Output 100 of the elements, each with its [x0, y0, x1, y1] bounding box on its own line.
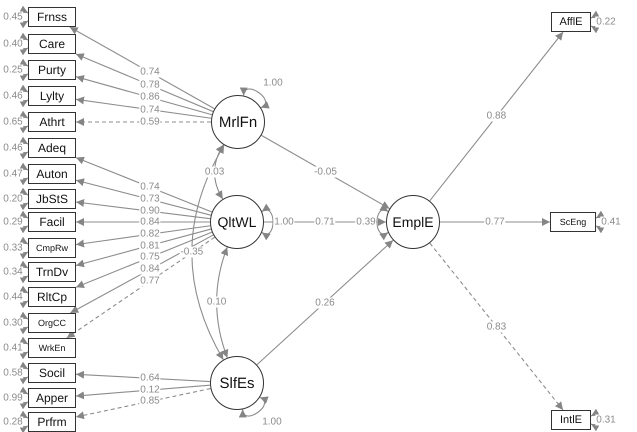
observed-variable-box: AfflE [551, 12, 591, 32]
latent-variable-circle: EmplE [386, 195, 440, 249]
edge-label: 0.84 [139, 264, 161, 275]
edge-label: 0.82 [139, 228, 161, 240]
edge-label: 0.26 [314, 297, 336, 308]
covariance-arrow [216, 247, 228, 358]
observed-variable-box: Prfrm [28, 412, 76, 432]
edge-label: 0.12 [139, 384, 161, 396]
observed-variable-box: RltCp [28, 287, 76, 307]
edge-label: 0.74 [139, 182, 161, 193]
edge-label: 0.81 [139, 240, 161, 251]
observed-variable-box: Frnss [28, 7, 76, 27]
edge-label: 0.58 [2, 368, 24, 378]
edge-label: 0.83 [486, 321, 508, 332]
observed-variable-box: Socil [28, 363, 76, 383]
edge-label: 0.45 [2, 12, 24, 22]
edge-label: 0.59 [139, 116, 161, 128]
edge-label: 0.64 [139, 372, 161, 384]
edge-label: 0.73 [139, 194, 161, 205]
path-arrow [440, 218, 550, 226]
observed-variable-box: Facil [28, 212, 76, 232]
edge-label: 0.41 [600, 216, 622, 228]
path-arrow [76, 232, 212, 288]
edge-label: 0.77 [139, 276, 161, 287]
edge-label: 0.77 [484, 216, 506, 228]
covariance-arrow [191, 144, 225, 360]
edge-label: 0.90 [139, 206, 161, 217]
edge-label: 0.40 [2, 38, 24, 50]
covariance-arrow [214, 144, 224, 200]
observed-variable-box: IntlE [551, 410, 591, 430]
path-arrow [76, 225, 210, 248]
edge-label: 0.86 [139, 92, 161, 103]
variance-loop-arrow [19, 163, 28, 185]
edge-label: 1.00 [262, 78, 284, 89]
edge-label: 0.85 [139, 396, 161, 407]
path-arrow [76, 218, 210, 226]
edge-label: 0.22 [595, 16, 617, 28]
path-arrow [76, 384, 210, 400]
path-arrow [76, 388, 211, 420]
path-arrow [76, 178, 211, 216]
edge-label: -0.05 [313, 166, 338, 178]
edge-label: 0.31 [595, 414, 617, 426]
path-arrow [76, 228, 212, 268]
edge-label: 0.78 [139, 80, 161, 91]
path-arrow [66, 236, 215, 338]
edge-label: 0.88 [486, 110, 508, 122]
path-arrow [76, 75, 212, 116]
observed-variable-box: Care [28, 34, 76, 54]
edge-label: 1.00 [273, 216, 295, 228]
path-arrow [76, 370, 210, 382]
observed-variable-box: Apper [28, 388, 76, 408]
variance-loop-arrow [240, 396, 269, 418]
edge-label: 1.00 [261, 416, 283, 427]
edge-label: 0.46 [2, 90, 24, 102]
observed-variable-box: Purty [28, 60, 76, 80]
latent-variable-circle: MrlFn [211, 95, 265, 149]
edge-label: 0.28 [2, 416, 24, 428]
path-arrow [69, 26, 215, 110]
path-arrow [256, 240, 394, 366]
observed-variable-box: TrnDv [28, 262, 76, 282]
edge-label: -0.35 [179, 246, 204, 258]
edge-label: 0.03 [204, 166, 226, 178]
edge-label: 0.74 [139, 66, 161, 78]
path-arrow [76, 156, 212, 212]
variance-loop-arrow [19, 337, 28, 359]
observed-variable-box: OrgCC [28, 313, 76, 333]
observed-variable-box: Adeq [28, 138, 76, 158]
edge-label: 0.71 [314, 216, 336, 228]
observed-variable-box: Athrt [28, 112, 76, 132]
variance-loop-arrow [262, 204, 274, 240]
observed-variable-box: Auton [28, 164, 76, 184]
edge-label: 0.33 [2, 242, 24, 254]
path-arrow [76, 118, 211, 126]
edge-label: 0.25 [2, 64, 24, 76]
path-arrow [76, 96, 212, 119]
latent-variable-circle: SlfEs [210, 356, 264, 410]
path-arrow [76, 199, 210, 220]
path-arrow [429, 242, 564, 410]
edge-label: 0.20 [2, 194, 24, 204]
observed-variable-box: ScEng [550, 212, 596, 232]
observed-variable-box: CmpRw [28, 238, 76, 258]
observed-variable-box: Lylty [28, 86, 76, 106]
edge-label: 0.34 [2, 266, 24, 278]
edge-label: 0.84 [139, 216, 161, 228]
path-arrow [76, 53, 214, 112]
edge-label: 0.99 [2, 392, 24, 404]
edge-label: 0.75 [139, 252, 161, 263]
edge-label: 0.39 [355, 216, 377, 228]
edge-label: 0.10 [206, 296, 228, 308]
path-arrow [429, 32, 564, 202]
edge-label: 0.65 [2, 116, 24, 128]
edge-label: 0.41 [2, 342, 24, 354]
edge-label: 0.74 [139, 104, 161, 116]
latent-variable-circle: QltWL [210, 195, 264, 249]
observed-variable-box: WrkEn [28, 338, 76, 358]
edge-label: 0.46 [2, 142, 24, 154]
observed-variable-box: JbStS [28, 189, 76, 209]
edge-label: 0.47 [2, 168, 24, 180]
variance-loop-arrow [241, 87, 270, 108]
edge-label: 0.44 [2, 292, 24, 302]
